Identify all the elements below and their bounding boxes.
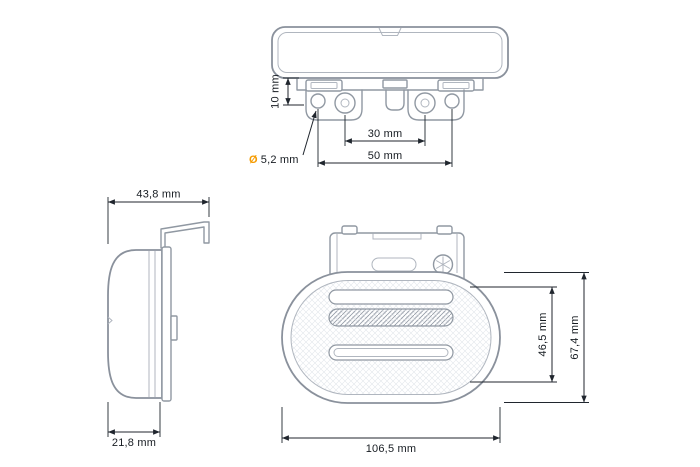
mounting-hole-left — [310, 93, 326, 109]
lamp-top-body — [271, 26, 509, 79]
dimension-label: 10 mm — [270, 74, 282, 109]
mounting-hole-right — [444, 93, 460, 109]
dimension-10mm: 10 mm — [270, 74, 304, 109]
bracket-tab-right — [436, 225, 453, 235]
diameter-value: 5,2 mm — [261, 154, 299, 166]
diameter-symbol: Ø — [249, 154, 258, 166]
side-bracket — [160, 221, 210, 249]
dimension-label: 50 mm — [368, 150, 403, 162]
leader-line — [302, 110, 317, 156]
bracket-tab-left — [341, 225, 358, 235]
dimension-label: 43,8 mm — [136, 189, 180, 201]
lens-slot-top — [328, 289, 454, 305]
lens-notch — [107, 316, 113, 325]
lens-slot-hatched — [328, 308, 454, 327]
dimension-label: 106,5 mm — [366, 443, 417, 455]
side-mounting-plate — [161, 246, 172, 402]
dimension-46-5mm: 46,5 mm — [470, 286, 557, 383]
dimension-label: 30 mm — [368, 128, 403, 140]
front-view: 46,5 mm 67,4 mm 106,5 mm — [281, 225, 589, 455]
dimension-106-5mm: 106,5 mm — [281, 407, 501, 455]
screw-post-left — [334, 92, 356, 114]
bracket-center-notch — [372, 233, 422, 240]
right-mounting-post — [407, 89, 465, 121]
mounting-plate — [296, 77, 484, 91]
side-clip — [170, 315, 178, 341]
left-mounting-post — [305, 89, 363, 121]
dimension-label: 21,8 mm — [112, 437, 156, 449]
dimension-21-8mm: 21,8 mm — [107, 402, 161, 449]
screw-post-left-center — [340, 98, 350, 108]
dimension-label: 46,5 mm — [537, 312, 549, 356]
right-clip-detail — [442, 82, 470, 89]
center-stem — [385, 89, 405, 111]
center-tab — [382, 79, 408, 89]
left-clip-detail — [310, 82, 338, 89]
screw-post-right — [414, 92, 436, 114]
dimension-43-8mm: 43,8 mm — [107, 189, 210, 244]
screw-slot — [435, 260, 451, 269]
side-view: 43,8 mm 21,8 mm — [107, 189, 210, 449]
dimension-30mm: 30 mm — [344, 115, 426, 146]
lamp-top-inner-edge — [277, 32, 503, 73]
screw-post-right-center — [420, 98, 430, 108]
bracket-slot — [371, 257, 417, 272]
lamp-top-notch — [378, 27, 402, 36]
dimension-label: 67,4 mm — [569, 315, 581, 359]
dimension-67-4mm: 67,4 mm — [504, 272, 589, 403]
lens-slot-bottom-detail — [333, 348, 449, 357]
lamp-side-profile — [107, 249, 163, 399]
lens-slot-bottom — [328, 344, 454, 361]
dimension-50mm: 50 mm — [317, 109, 453, 167]
